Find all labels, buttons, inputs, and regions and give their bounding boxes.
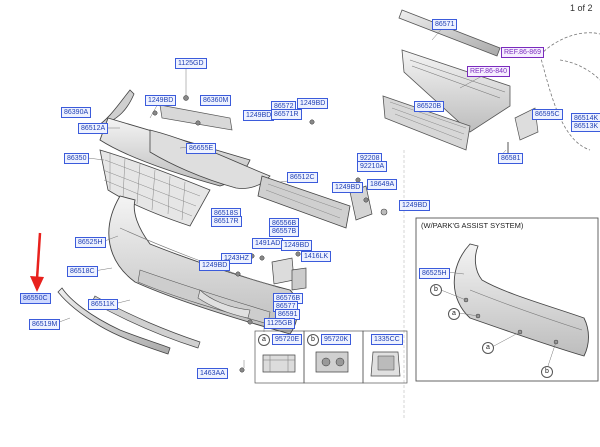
legend-letter-a: a (258, 334, 270, 346)
callout-86350[interactable]: 86350 (64, 153, 90, 164)
callout-86550C-highlighted[interactable]: 86550C (20, 293, 51, 304)
inset-box (415, 217, 599, 382)
legend-box-1335 (362, 330, 408, 384)
callout-ref-86-869[interactable]: REF.86-869 (501, 47, 544, 58)
callout-86557B[interactable]: 86557B (269, 226, 300, 237)
callout-1249BD-b[interactable]: 1249BD (243, 110, 275, 121)
callout-1243HZ[interactable]: 1243HZ (221, 253, 252, 264)
inset-legend-b-1: b (430, 284, 442, 296)
callout-1335CC[interactable]: 1335CC (371, 334, 403, 345)
callout-18649A[interactable]: 18649A (367, 179, 398, 190)
callout-1249BD-e[interactable]: 1249BD (399, 200, 431, 211)
callout-86360M[interactable]: 86360M (200, 95, 232, 106)
energy-absorber-part[interactable] (382, 95, 471, 151)
inset-legend-a-2: a (482, 342, 494, 354)
callout-1416LK[interactable]: 1416LK (301, 251, 332, 262)
callout-86571R[interactable]: 86571R (271, 109, 302, 120)
callout-86519M[interactable]: 86519M (29, 319, 61, 330)
callout-1249BD-g[interactable]: 1249BD (199, 260, 231, 271)
page-indicator: 1 of 2 (570, 3, 593, 13)
reinforcement-bar-part[interactable] (398, 9, 501, 57)
bumper-bracket-part[interactable] (257, 175, 351, 229)
callout-95720K[interactable]: 95720K (321, 334, 352, 345)
inset-bumper-cover-part[interactable] (453, 243, 589, 357)
callout-86525H-inset[interactable]: 86525H (419, 268, 450, 279)
callout-86513K[interactable]: 86513K (571, 121, 600, 132)
callout-86520B[interactable]: 86520B (414, 101, 445, 112)
inset-legend-b-2: b (541, 366, 553, 378)
callout-1463AA[interactable]: 1463AA (197, 368, 228, 379)
inset-legend-a-1: a (448, 308, 460, 320)
callout-86390A[interactable]: 86390A (61, 107, 92, 118)
callout-86571[interactable]: 86571 (432, 19, 458, 30)
clip-part-a[interactable] (262, 354, 296, 373)
highlight-arrow (30, 232, 44, 292)
bumper-side-strip-part[interactable] (57, 287, 171, 355)
callout-1249BD-a[interactable]: 1249BD (145, 95, 177, 106)
callout-92210A[interactable]: 92210A (357, 161, 388, 172)
callout-86655E[interactable]: 86655E (186, 143, 217, 154)
callout-ref-86-840[interactable]: REF.86-840 (467, 66, 510, 77)
legend-letter-b: b (307, 334, 319, 346)
lower-lip-part[interactable] (91, 295, 201, 349)
clip-part-b[interactable] (315, 351, 349, 373)
callout-1249BD-d[interactable]: 1249BD (332, 182, 364, 193)
bumper-beam-part[interactable] (401, 49, 511, 133)
fender-outline (539, 32, 600, 151)
callout-86511K[interactable]: 86511K (88, 299, 118, 310)
callout-86525H[interactable]: 86525H (75, 237, 106, 248)
callout-86517R[interactable]: 86517R (211, 216, 242, 227)
fasteners (152, 95, 369, 373)
callout-1125GD[interactable]: 1125GD (175, 58, 207, 69)
upper-cover-part[interactable] (159, 104, 233, 131)
mounting-bracket-part[interactable] (291, 267, 307, 291)
callout-86581[interactable]: 86581 (498, 153, 524, 164)
inset-title: (W/PARK'G ASSIST SYSTEM) (421, 221, 524, 230)
callout-86512A[interactable]: 86512A (78, 123, 109, 134)
callout-86512C[interactable]: 86512C (287, 172, 318, 183)
callout-86595C[interactable]: 86595C (532, 109, 563, 120)
callout-1125GB[interactable]: 1125GB (264, 318, 296, 329)
callout-1491AD[interactable]: 1491AD (252, 238, 284, 249)
fog-lamp-cover-part[interactable] (271, 257, 295, 285)
callout-1249BD-c[interactable]: 1249BD (297, 98, 329, 109)
callout-1249BD-f[interactable]: 1249BD (281, 240, 313, 251)
callout-95720E[interactable]: 95720E (272, 334, 303, 345)
corner-trim-part[interactable] (197, 289, 251, 319)
callout-86518C[interactable]: 86518C (67, 266, 98, 277)
